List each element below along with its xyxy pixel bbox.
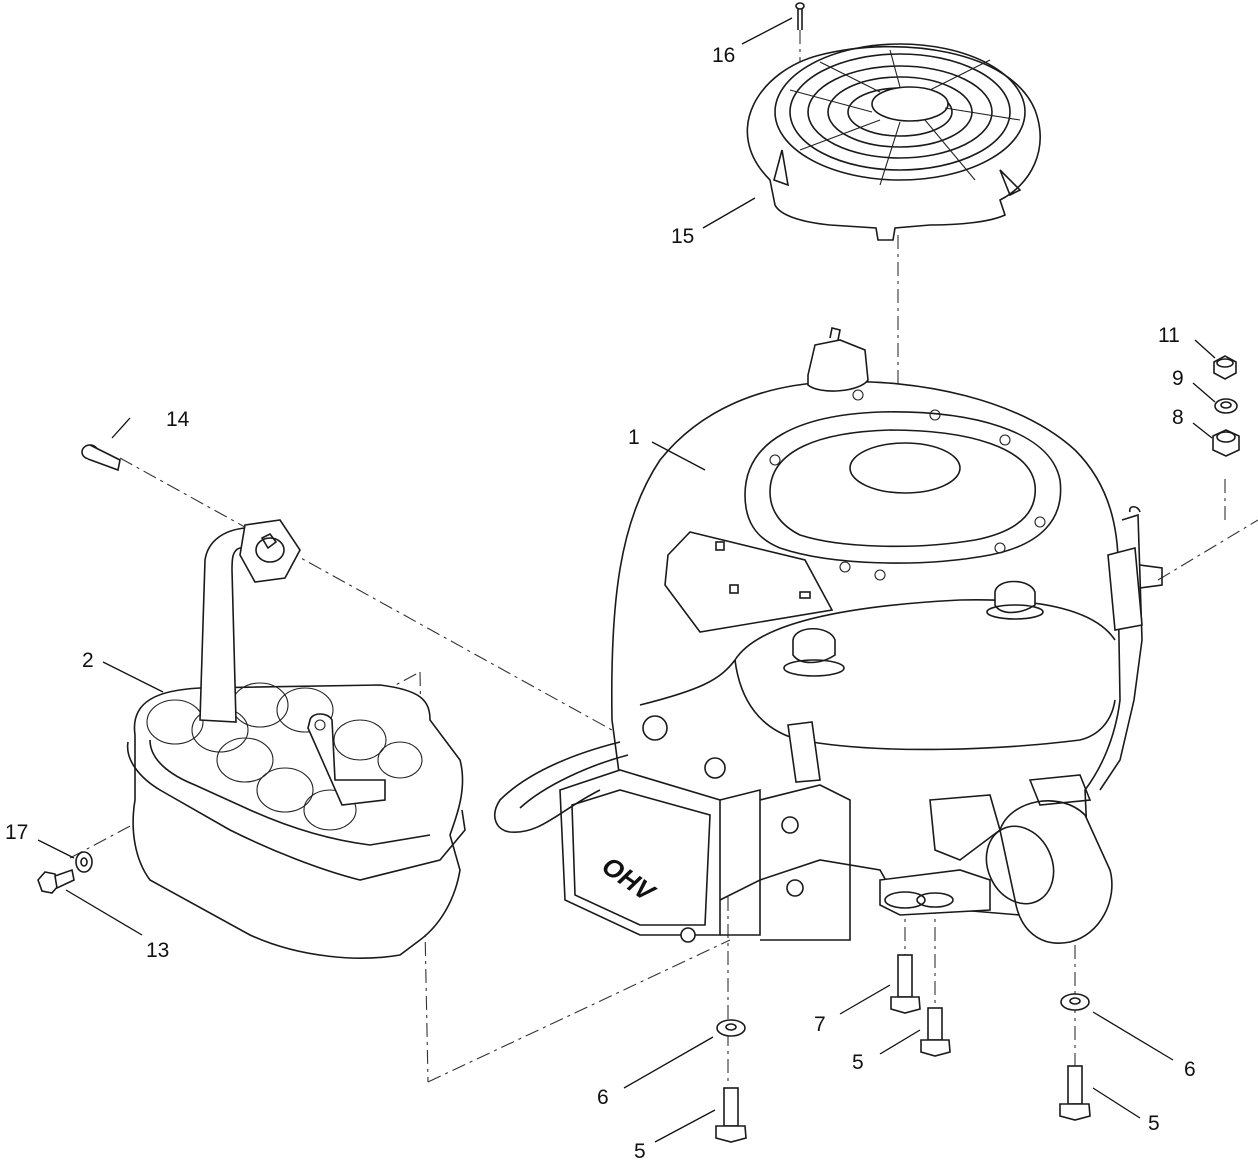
callout-7: 7 [814,1013,826,1036]
callout-6b: 6 [1184,1058,1196,1081]
callout-16: 16 [712,44,735,67]
callout-6a: 6 [597,1086,609,1109]
callout-5a: 5 [634,1140,646,1163]
bolt-part-5c [1059,1065,1091,1121]
callout-15: 15 [671,225,694,248]
callout-1: 1 [628,426,640,449]
nut-part-8 [1212,429,1240,457]
callout-8: 8 [1172,406,1184,429]
callout-11: 11 [1158,324,1180,347]
washer-part-6b [1060,993,1090,1011]
screw-part-16 [795,2,805,30]
callout-17: 17 [5,821,28,844]
bolt-part-13 [37,868,75,894]
leader-lines [37,17,1216,1143]
callout-5c: 5 [1148,1112,1160,1135]
callout-14: 14 [166,408,190,431]
callout-9: 9 [1172,367,1184,390]
callout-labels: 16 15 14 1 11 9 8 2 17 13 7 5 6 5 6 5 [5,44,1196,1163]
bolt-part-5b [920,1007,951,1057]
engine-part: OHV [494,327,1163,944]
callout-13: 13 [146,939,169,962]
nut-part-11 [1213,355,1237,380]
callout-2: 2 [82,649,94,672]
callout-5b: 5 [852,1051,864,1074]
bolt-part-7 [890,954,921,1014]
washer-part-9 [1214,398,1238,414]
washer-part-6a [716,1019,746,1037]
bolt-part-14 [81,444,121,472]
washer-part-17 [75,851,93,873]
muffler-part [126,519,466,959]
bolt-part-5a [715,1087,747,1143]
fan-guard-part [746,43,1041,241]
